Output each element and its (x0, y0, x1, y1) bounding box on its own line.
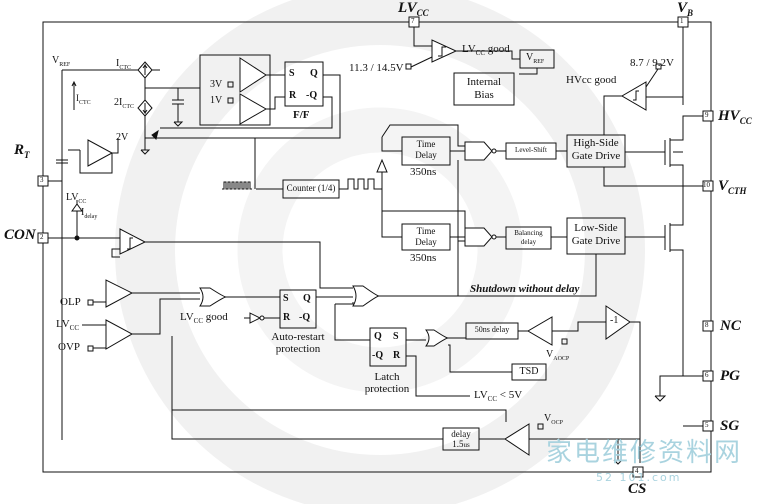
ff-top-q: Q (310, 68, 318, 79)
pin-label-nc: NC (720, 318, 741, 334)
ovp-label: OVP (58, 341, 81, 353)
internal-bias-box (453, 72, 515, 106)
pin-number-9: 9 (705, 111, 709, 119)
lvcc-ovp-label: LVCC (56, 318, 79, 333)
lvcc-lt5v-label: LVCC < 5V (474, 389, 523, 404)
or-gate-2 (352, 285, 380, 307)
pin-number-3: 3 (40, 176, 44, 184)
lvcc-good-label: LVCC good (462, 43, 510, 58)
pin-number-5: 5 (705, 421, 709, 429)
ns350-bottom: 350ns (410, 252, 437, 264)
pin-label-rt: RT (14, 142, 30, 160)
v2-label: 2V (116, 132, 129, 143)
counter-label: Counter (1/4) (286, 183, 336, 193)
ns350-top: 350ns (410, 166, 437, 178)
pin-label-vcth: VCTH (718, 178, 747, 196)
latch-ff-s: Q (374, 331, 382, 342)
pin-label-sg: SG (720, 418, 740, 434)
or-gate-3 (425, 329, 449, 347)
balancing-delay-box (505, 226, 552, 250)
pin-number-6: 6 (705, 371, 709, 379)
latch-ff-q: S (393, 331, 399, 342)
latch-ff-r: R (393, 350, 401, 361)
pin-label-pg: PG (720, 368, 740, 384)
latch-ff (369, 327, 407, 367)
pin-label-hvcc: HVCC (718, 108, 752, 126)
ar-ff-r: R (283, 312, 291, 323)
pin-number-2: 2 (40, 233, 44, 241)
ictc-label-left: ICTC (76, 93, 91, 106)
ff-label: F/F (293, 109, 310, 121)
ar-ff-nq: -Q (299, 312, 311, 323)
two-ictc-label: 2ICTC (114, 97, 135, 110)
ff-top-r: R (289, 90, 297, 101)
pin-number-1: 1 (680, 17, 684, 25)
pin-label-lvcc: LVCC (398, 0, 429, 18)
v3-label: 3V (210, 79, 223, 90)
flip-flop-top (284, 61, 324, 107)
ar-ff-s: S (283, 293, 289, 304)
pin-number-10: 10 (703, 181, 710, 189)
olp-label: OLP (60, 296, 81, 308)
pin-label-con: CON (4, 227, 36, 243)
pin-label-cs: CS (628, 481, 647, 497)
latch-ff-nq: -Q (372, 350, 384, 361)
ff-top-s: S (289, 68, 295, 79)
pin-number-7: 7 (411, 17, 415, 25)
level-shift-label: Level-Shift (515, 146, 547, 154)
lvcc-con-label: LVCC (66, 192, 87, 205)
pin-label-vb: VB (677, 0, 694, 18)
minus1-label: -1 (610, 315, 619, 326)
v1-label: 1V (210, 95, 223, 106)
vaocp-label: VAOCP (546, 349, 570, 362)
lvcc-good-ar-label: LVCC good (180, 311, 228, 326)
watermark-url: 52 101.com (596, 471, 682, 484)
vref-label: VREF (52, 55, 71, 68)
or-gate-1 (199, 287, 227, 307)
pin-number-4: 4 (635, 467, 639, 475)
hvcc-good-label: HVcc good (566, 74, 617, 86)
hv-threshold-label: 8.7 / 9.2V (630, 57, 674, 69)
ff-top-nq: -Q (306, 90, 318, 101)
idelay-label: Idelay (81, 207, 98, 220)
ictc-label: ICTC (116, 58, 132, 71)
shutdown-label: Shutdown without delay (470, 283, 580, 295)
pin-number-8: 8 (705, 321, 709, 329)
vref-box-label: VREF (526, 52, 545, 65)
lvcc-threshold-label: 11.3 / 14.5V (349, 62, 404, 74)
tsd-label: TSD (519, 366, 539, 377)
delay50-label: 50ns delay (474, 325, 510, 334)
vocp-label: VOCP (544, 413, 563, 426)
ic-outline (42, 21, 712, 473)
auto-restart-ff (279, 289, 317, 329)
ar-ff-q: Q (303, 293, 311, 304)
watermark-text: 家电维修资料网 (546, 438, 743, 468)
